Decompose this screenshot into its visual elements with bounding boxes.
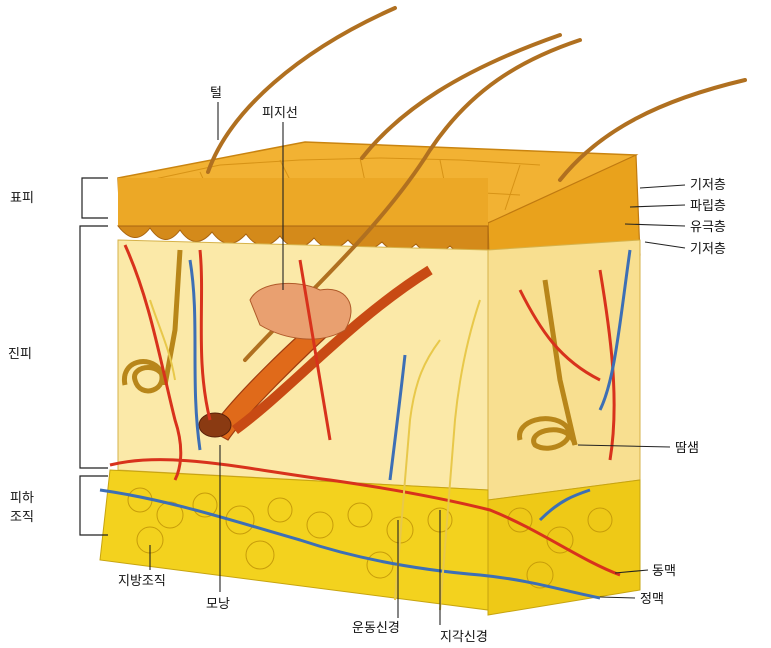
label-subcutaneous-line1: 피하 [10,491,34,506]
basal-bottom-leader [645,242,685,248]
label-spinous-layer: 유극층 [690,220,726,235]
label-artery: 동맥 [652,564,676,579]
label-subcutaneous-line2: 조직 [10,510,34,525]
label-motor-nerve: 운동신경 [352,621,400,636]
label-epidermis: 표피 [10,191,34,206]
dermis-right-face [488,240,640,500]
skin-block-illustration [100,8,745,615]
fat-layer-front [100,470,488,610]
label-sebaceous-gland: 피지선 [262,106,298,121]
label-basal-layer-bottom: 기저층 [690,242,726,257]
epidermis-front-face [118,178,488,226]
dermis-bracket [80,226,108,468]
label-fat-tissue: 지방조직 [118,574,166,589]
layer-brackets [80,178,108,535]
label-granular-layer: 파립층 [690,199,726,214]
basal-top-leader [640,185,685,188]
label-sensory-nerve: 지각신경 [440,630,488,645]
label-dermis: 진피 [8,347,32,362]
label-vein: 정맥 [640,592,664,607]
label-basal-layer-top: 기저층 [690,178,726,193]
vein-leader [600,597,635,598]
label-sweat-gland: 땀샘 [675,441,699,456]
epidermis-bracket [82,178,108,218]
label-hair: 털 [210,86,222,101]
label-hair-follicle: 모낭 [206,597,230,612]
